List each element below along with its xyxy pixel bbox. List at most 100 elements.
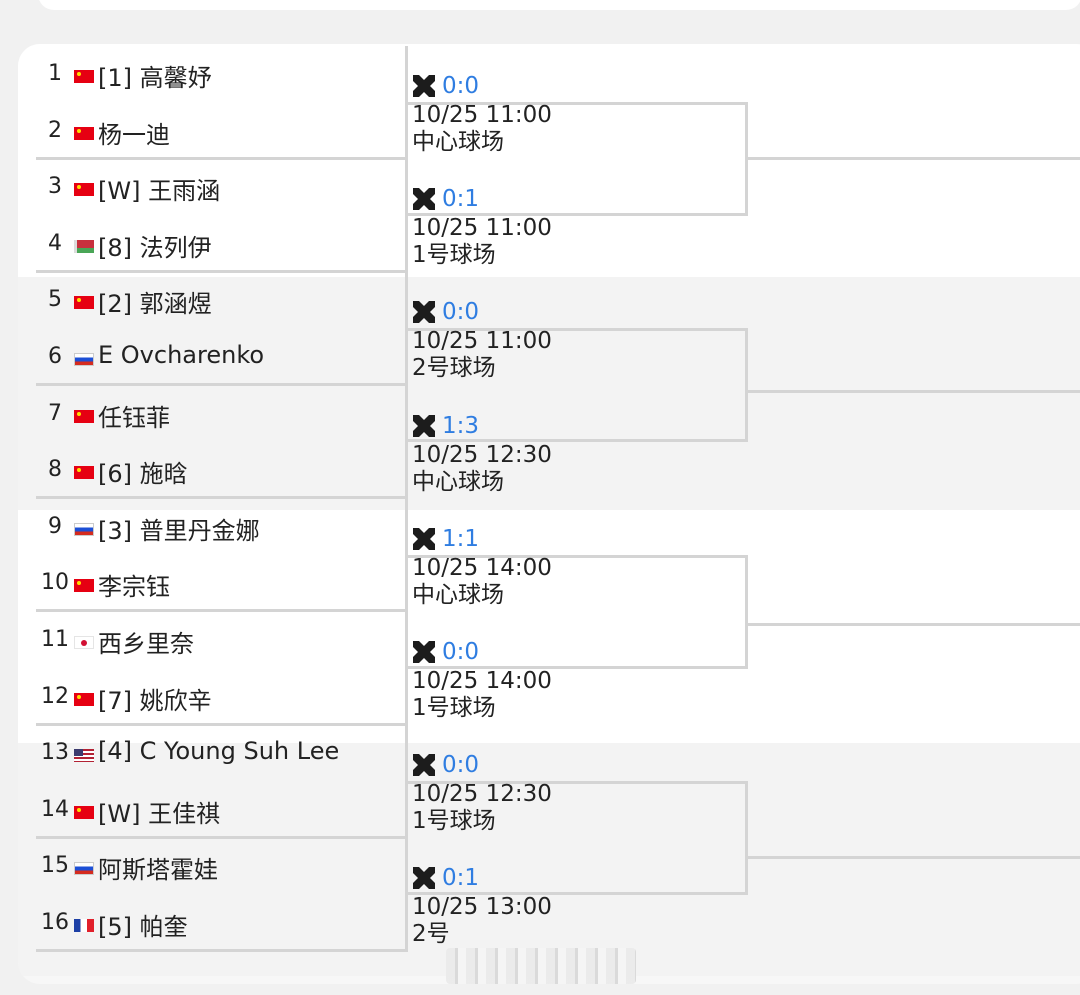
crossed-rackets-icon bbox=[410, 72, 438, 100]
match-score: 0:0 bbox=[410, 751, 479, 779]
player-name: [5] 帕奎 bbox=[98, 913, 188, 941]
flag-cn-icon bbox=[74, 805, 94, 819]
match-score: 1:3 bbox=[410, 412, 479, 440]
match-time: 10/25 12:30 bbox=[412, 781, 552, 808]
flag-cn-icon bbox=[74, 70, 94, 83]
player-row[interactable]: 3[W] 王雨涵 bbox=[36, 159, 408, 217]
match-score: 0:1 bbox=[410, 864, 479, 892]
player-row[interactable]: 16 [5] 帕奎 bbox=[36, 895, 408, 952]
score-text[interactable]: 0:1 bbox=[442, 865, 480, 892]
draw-position: 10 bbox=[41, 570, 69, 596]
draw-position: 8 bbox=[48, 457, 62, 483]
match-court: 1号球场 bbox=[412, 695, 496, 721]
match-info bbox=[408, 781, 748, 896]
player-row[interactable]: 15 阿斯塔霍娃 bbox=[36, 838, 408, 896]
player-name: [8] 法列伊 bbox=[98, 233, 212, 262]
next-round-connector bbox=[748, 623, 1080, 626]
player-row[interactable]: 11 西乡里奈 bbox=[36, 612, 408, 669]
match-score: 0:0 bbox=[410, 72, 479, 100]
quarter-band bbox=[18, 44, 1080, 277]
player-name: 西乡里奈 bbox=[98, 630, 194, 658]
flag-cn-icon bbox=[74, 409, 94, 423]
score-text[interactable]: 0:0 bbox=[442, 73, 480, 99]
draw-position: 16 bbox=[41, 910, 69, 935]
match-score: 1:1 bbox=[410, 525, 479, 553]
draw-position: 1 bbox=[48, 61, 62, 86]
match-court: 2号 bbox=[412, 921, 450, 948]
player-row[interactable]: 10 李宗钰 bbox=[36, 555, 408, 613]
player-name: [W] 王佳祺 bbox=[98, 799, 221, 828]
score-text[interactable]: 1:1 bbox=[442, 525, 480, 552]
score-text[interactable]: 0:0 bbox=[442, 299, 480, 326]
match-court: 中心球场 bbox=[412, 129, 504, 155]
player-name: [6] 施晗 bbox=[98, 460, 188, 489]
flag-fr-icon bbox=[74, 919, 94, 932]
draw-position: 9 bbox=[48, 513, 62, 539]
match-score: 0:1 bbox=[410, 185, 479, 213]
draw-position: 13 bbox=[41, 740, 69, 766]
match-time: 10/25 14:00 bbox=[412, 554, 552, 581]
score-text[interactable]: 0:0 bbox=[442, 639, 480, 665]
player-row[interactable]: 4[8] 法列伊 bbox=[36, 215, 408, 273]
crossed-rackets-icon bbox=[410, 638, 438, 666]
player-name: E Ovcharenko bbox=[98, 341, 265, 369]
flag-ru-icon bbox=[74, 522, 94, 536]
match-court: 1号球场 bbox=[412, 808, 496, 835]
player-row[interactable]: 9[3] 普里丹金娜 bbox=[36, 498, 408, 556]
match-time: 10/25 11:00 bbox=[412, 102, 552, 128]
flag-us-icon bbox=[74, 749, 94, 763]
draw-position: 14 bbox=[41, 796, 69, 822]
match-court: 2号球场 bbox=[412, 355, 496, 382]
player-row[interactable]: 6 E Ovcharenko bbox=[36, 329, 408, 386]
player-row[interactable]: 14 [W] 王佳祺 bbox=[36, 781, 408, 839]
match-time: 10/25 12:30 bbox=[412, 441, 552, 468]
draw-position: 6 bbox=[48, 344, 62, 369]
player-row[interactable]: 8 [6] 施晗 bbox=[36, 442, 408, 500]
flag-cn-icon bbox=[74, 126, 94, 140]
player-row[interactable]: 5[2] 郭涵煜 bbox=[36, 272, 408, 330]
crossed-rackets-icon bbox=[410, 751, 438, 779]
draw-position: 12 bbox=[41, 683, 69, 709]
player-row[interactable]: 12 [7] 姚欣辛 bbox=[36, 668, 408, 726]
flag-cn-icon bbox=[74, 579, 94, 593]
match-time: 10/25 11:00 bbox=[412, 328, 552, 355]
player-row[interactable]: 7 任钰菲 bbox=[36, 385, 408, 443]
player-row[interactable]: 13 [4] C Young Suh Lee bbox=[36, 725, 408, 783]
player-name: [4] C Young Suh Lee bbox=[98, 737, 340, 766]
flag-cn-icon bbox=[74, 296, 94, 310]
player-name: 李宗钰 bbox=[98, 573, 170, 602]
crossed-rackets-icon bbox=[410, 412, 438, 440]
score-text[interactable]: 0:0 bbox=[442, 752, 480, 779]
player-name: 任钰菲 bbox=[98, 403, 170, 432]
quarter-band bbox=[18, 277, 1080, 510]
player-name: 杨一迪 bbox=[98, 120, 170, 149]
next-round-connector bbox=[748, 157, 1080, 160]
flag-jp-icon bbox=[74, 636, 94, 649]
crossed-rackets-icon bbox=[410, 298, 438, 326]
score-text[interactable]: 1:3 bbox=[442, 412, 480, 439]
player-row[interactable]: 2 杨一迪 bbox=[36, 102, 408, 160]
player-row[interactable]: 1[1] 高馨妤 bbox=[36, 46, 408, 103]
player-name: [W] 王雨涵 bbox=[98, 177, 221, 206]
match-score: 0:0 bbox=[410, 638, 479, 666]
score-text[interactable]: 0:1 bbox=[442, 186, 480, 213]
next-round-connector bbox=[748, 390, 1080, 393]
player-name: [7] 姚欣辛 bbox=[98, 686, 212, 715]
crossed-rackets-icon bbox=[410, 525, 438, 553]
draw-position: 11 bbox=[41, 627, 69, 652]
flag-by-icon bbox=[74, 239, 94, 253]
match-info bbox=[408, 554, 748, 669]
mosaic-overlay bbox=[446, 948, 636, 984]
flag-cn-icon bbox=[74, 183, 94, 197]
match-time: 10/25 14:00 bbox=[412, 668, 552, 694]
match-time: 10/25 13:00 bbox=[412, 894, 552, 921]
draw-position: 15 bbox=[41, 853, 69, 879]
flag-ru-icon bbox=[74, 862, 94, 876]
